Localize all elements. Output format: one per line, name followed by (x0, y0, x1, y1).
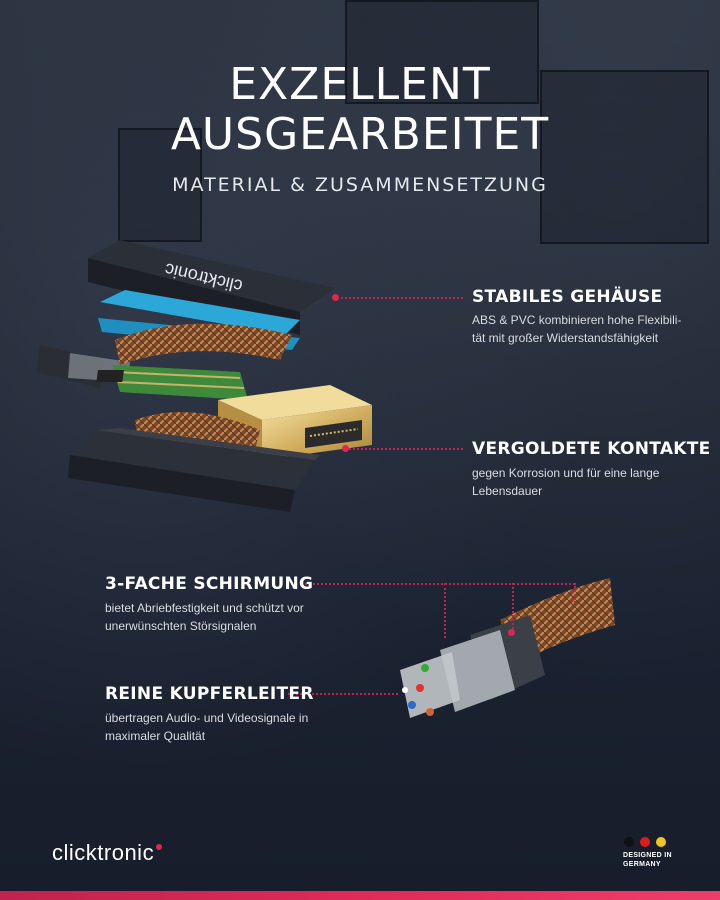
leader-dot-shielding (508, 629, 515, 636)
feature-title-copper: REINE KUPFERLEITER (105, 684, 314, 704)
leader-line-copper (288, 693, 398, 695)
cable-right (400, 578, 615, 718)
background-desk-frame (118, 128, 202, 242)
background-monitor-right (540, 70, 709, 244)
feature-desc-copper-1: übertragen Audio- und Videosignale in (105, 711, 309, 725)
brand-logo-text: clicktronic (52, 840, 155, 865)
feature-desc-housing-1: ABS & PVC kombinieren hohe Flexibili- (472, 313, 682, 327)
feature-desc-contacts-2: Lebensdauer (472, 484, 543, 498)
leader-line-housing (336, 297, 463, 299)
flag-dot-gold (656, 837, 666, 847)
leader-vline-shielding-3 (574, 583, 576, 603)
subtitle: MATERIAL & ZUSAMMENSETZUNG (172, 174, 548, 196)
leader-dot-housing (332, 294, 339, 301)
leader-vline-shielding-2 (512, 583, 514, 633)
designed-in-germany: DESIGNED IN GERMANY (623, 851, 672, 869)
feature-desc-shielding-2: unerwünschten Störsignalen (105, 619, 257, 633)
leader-line-shielding (300, 583, 575, 585)
designed-line1: DESIGNED IN (623, 852, 672, 859)
headline-line1: EXZELLENT (229, 59, 491, 110)
leader-dot-contacts (342, 445, 349, 452)
feature-desc-shielding-1: bietet Abriebfestigkeit und schützt vor (105, 601, 304, 615)
feature-title-contacts: VERGOLDETE KONTAKTE (472, 439, 711, 459)
brand-logo: clicktronic (52, 840, 163, 866)
feature-desc-housing-2: tät mit großer Widerstandsfähigkeit (472, 331, 659, 345)
housing-bottom (68, 428, 320, 512)
designed-line2: GERMANY (623, 861, 661, 868)
flag-dot-red (640, 837, 650, 847)
brand-logo-dot (156, 844, 163, 850)
bottom-accent-bar (0, 891, 720, 900)
flag-dot-black (624, 837, 634, 847)
feature-desc-contacts-1: gegen Korrosion und für eine lange (472, 466, 660, 480)
feature-title-shielding: 3-FACHE SCHIRMUNG (105, 574, 314, 594)
pcb-board (96, 365, 248, 400)
headline-line2: AUSGEARBEITET (170, 109, 550, 160)
braid-top (115, 323, 292, 365)
background-monitor-left (345, 0, 539, 104)
feature-title-housing: STABILES GEHÄUSE (472, 287, 663, 307)
feature-desc-copper-2: maximaler Qualität (105, 729, 206, 743)
leader-vline-shielding-1 (444, 583, 446, 638)
leader-line-contacts (346, 448, 463, 450)
